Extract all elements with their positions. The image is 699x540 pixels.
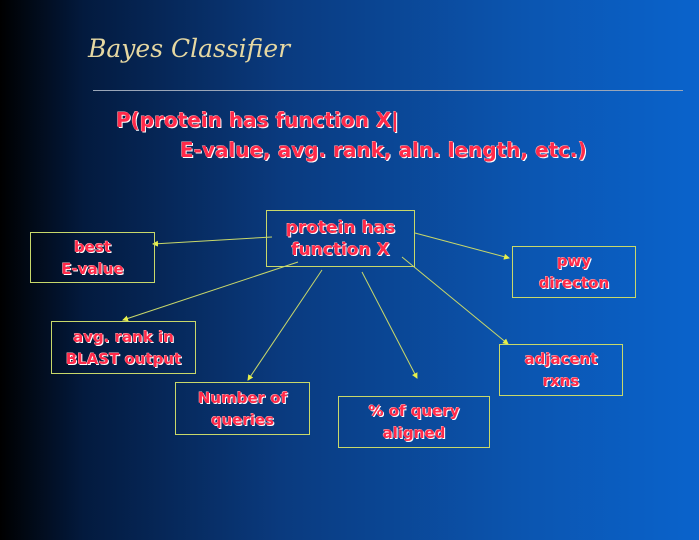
node-line: BLAST output: [65, 349, 182, 368]
arrow-adjacent-rxns: [401, 256, 509, 345]
node-line: function X: [291, 239, 390, 260]
arrow-pwy-directon: [414, 232, 510, 260]
node-number-queries: Number of queries: [175, 382, 310, 435]
node-line: % of query: [368, 402, 460, 420]
node-line: E-value: [61, 259, 124, 278]
node-line: queries: [210, 410, 275, 429]
arrow-best-evalue: [152, 236, 273, 247]
question-line-1: P(protein has function X|: [116, 108, 399, 132]
node-line: Number of: [197, 388, 288, 407]
node-line: aligned: [382, 424, 446, 442]
node-percent-aligned: % of query aligned: [338, 396, 490, 448]
node-avg-rank: avg. rank in BLAST output: [51, 321, 196, 374]
node-line: protein has: [285, 217, 396, 238]
node-line: directon: [538, 274, 610, 292]
node-line: pwy: [556, 252, 592, 270]
arrow-avg-rank: [122, 261, 299, 322]
arrow-percent-aligned: [361, 271, 418, 379]
node-line: best: [73, 237, 111, 256]
question-line-2: E-value, avg. rank, aln. length, etc.): [180, 138, 587, 162]
arrow-number-queries: [247, 269, 323, 381]
slide-title: Bayes Classifier: [88, 34, 291, 63]
node-pwy-directon: pwy directon: [512, 246, 636, 298]
node-line: adjacent: [524, 350, 598, 368]
node-adjacent-rxns: adjacent rxns: [499, 344, 623, 396]
node-line: avg. rank in: [73, 327, 174, 346]
node-line: rxns: [542, 372, 580, 390]
node-best-evalue: best E-value: [30, 232, 155, 283]
title-divider: [93, 90, 683, 91]
node-protein-function: protein has function X: [266, 210, 415, 267]
